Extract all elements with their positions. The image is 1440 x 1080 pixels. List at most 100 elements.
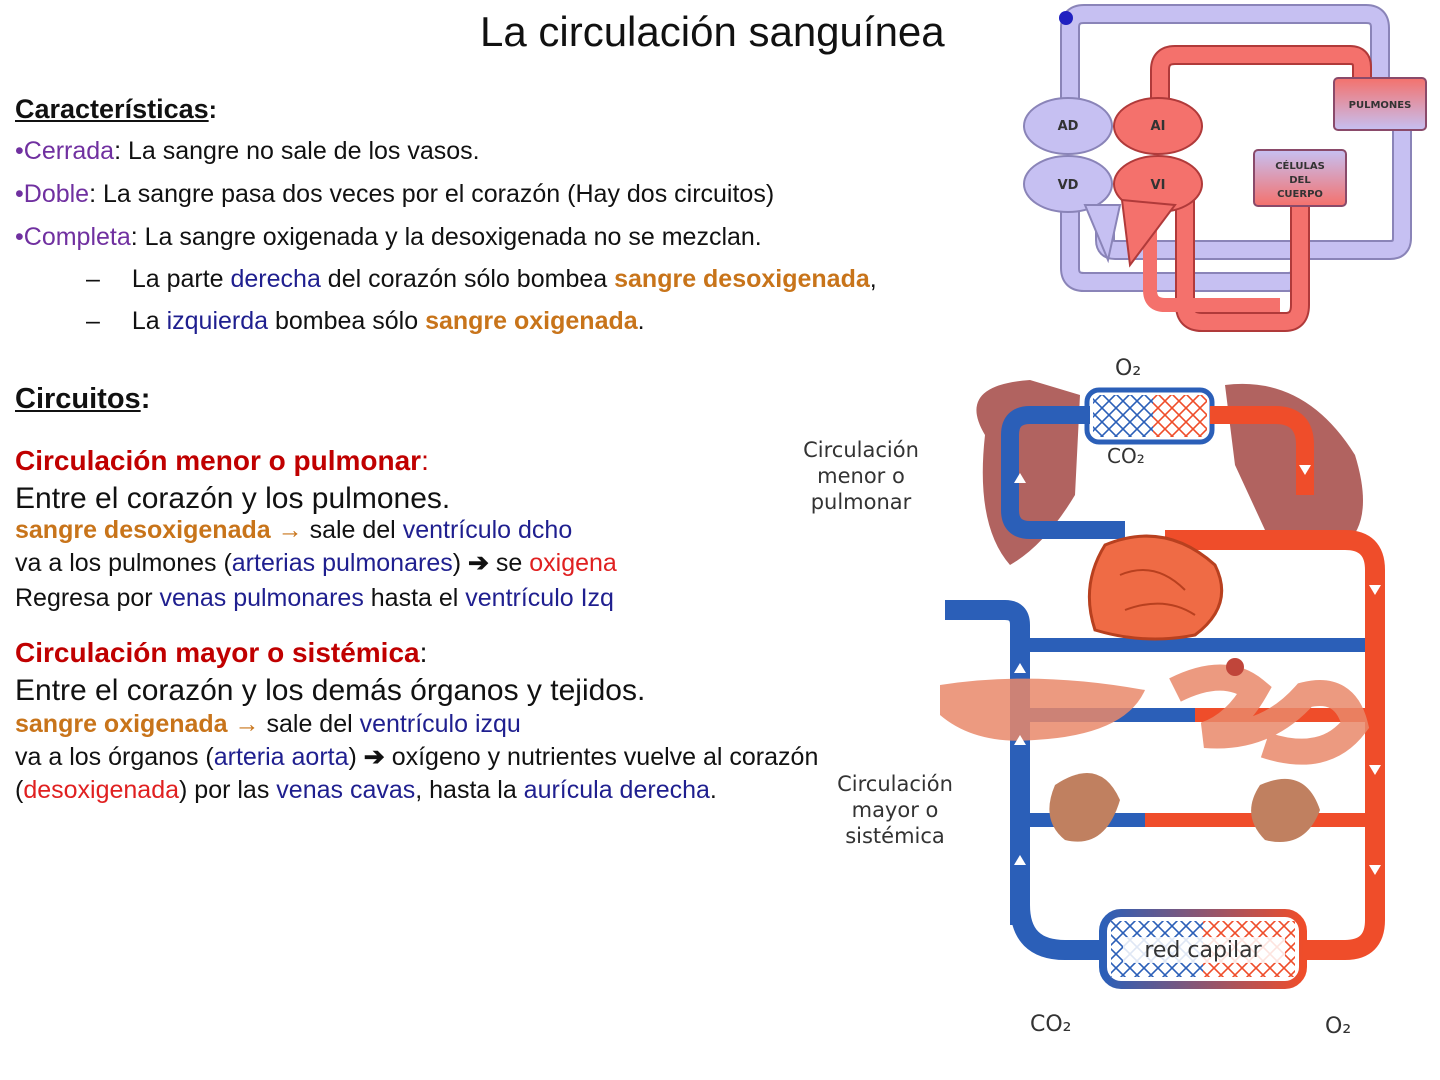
caracteristicas-heading: Características (15, 94, 209, 124)
term-doble: Doble (23, 180, 90, 208)
capillary-mesh-blue (1093, 395, 1153, 437)
o2-top-label: O₂ (1115, 356, 1141, 381)
left-kidney (1049, 773, 1120, 842)
term: ventrículo Izq (465, 584, 614, 612)
label-ad: AD (1058, 119, 1079, 134)
flow-arrows (1014, 465, 1381, 875)
circuitos-heading: Circuitos (15, 383, 141, 415)
heart-schematic: AD AI VD VI PULMONES CÉLULAS DEL CUERPO (1023, 4, 1427, 332)
label-celulas-3: CUERPO (1277, 189, 1323, 200)
menor-label-2: menor o (817, 464, 905, 488)
mayor-title: Circulación mayor o sistémica (15, 637, 420, 668)
red-capilar-label: red capilar (1144, 938, 1262, 963)
arrow-down-icon (1299, 465, 1311, 475)
term-desc: : La sangre oxigenada y la desoxigenada … (130, 223, 762, 251)
term: arterias pulmonares (231, 549, 453, 577)
aorta-inner (1143, 200, 1280, 312)
pulmonary-artery-blue (1001, 406, 1125, 539)
text: oxígeno y nutrientes vuelve al corazón (384, 743, 819, 771)
arrow-up-icon (1014, 473, 1026, 483)
term-completa: Completa (23, 223, 131, 251)
sub-item-izquierda: – La izquierda bombea sólo sangre oxigen… (86, 307, 645, 336)
text: va a los órganos ( (15, 743, 214, 771)
label-ai: AI (1151, 119, 1166, 134)
text: . (709, 776, 717, 804)
title-colon: : (421, 445, 429, 476)
dash: – (86, 265, 100, 293)
text: bombea sólo (268, 307, 426, 335)
label-pulmones: PULMONES (1349, 100, 1412, 111)
arrow-icon: → (227, 710, 267, 738)
circuitos-heading-row: Circuitos: (15, 383, 150, 416)
aorta-red (1165, 530, 1385, 960)
left-ventricle-apex (1120, 198, 1177, 268)
pulmonary-vein-fill (1152, 47, 1370, 115)
label-celulas-2: DEL (1289, 175, 1311, 186)
term-izquierda: izquierda (166, 307, 269, 335)
list-item-doble: •Doble: La sangre pasa dos veces por el … (15, 180, 774, 209)
text: La parte (131, 265, 231, 293)
left-atrium (1113, 97, 1203, 155)
text: , (869, 265, 877, 293)
o2-bottom-label: O₂ (1325, 1014, 1351, 1039)
term: desoxigenada (23, 776, 180, 804)
text: Regresa por (15, 584, 160, 612)
term: oxigena (529, 549, 617, 577)
intestines (1169, 664, 1370, 765)
term: sangre oxigenada (15, 710, 228, 738)
menor-line-3: Regresa por venas pulmonares hasta el ve… (15, 584, 614, 613)
vessel-bottom-blue (1010, 904, 1105, 960)
mayor-label-1: Circulación (837, 772, 953, 796)
co2-bottom-label: CO₂ (1030, 1012, 1072, 1037)
capillary-mesh-red (1153, 395, 1207, 437)
right-ventricle-apex (1083, 204, 1122, 264)
term: venas pulmonares (159, 584, 364, 612)
mayor-line-2: va a los órganos (arteria aorta) ➔ oxíge… (15, 742, 818, 772)
term-desc: : La sangre pasa dos veces por el corazó… (89, 180, 775, 208)
dash: – (86, 307, 100, 335)
text: se (488, 549, 530, 577)
label-celulas-1: CÉLULAS (1275, 159, 1325, 172)
text: . (637, 307, 645, 335)
text: , hasta la (415, 776, 524, 804)
right-ventricle (1023, 155, 1113, 213)
text: del corazón sólo bombea (320, 265, 615, 293)
title-colon: : (419, 637, 428, 668)
menor-label-1: Circulación (803, 438, 919, 462)
arrow-up-icon (1014, 663, 1026, 673)
mayor-line-3: (desoxigenada) por las venas cavas, hast… (15, 776, 717, 805)
term: aurícula derecha (523, 776, 710, 804)
heading-colon: : (140, 383, 151, 415)
term-desc: : La sangre no sale de los vasos. (114, 137, 480, 165)
text: ) por las (179, 776, 277, 804)
right-atrium (1023, 97, 1113, 155)
label-backdrop (1123, 937, 1285, 963)
term: ventrículo dcho (402, 516, 573, 544)
text: ( (15, 776, 24, 804)
arrow-up-icon (1014, 735, 1026, 745)
term: ventrículo izqu (359, 710, 521, 738)
menor-title: Circulación menor o pulmonar (15, 445, 422, 476)
term-derecha: derecha (230, 265, 321, 293)
arrow-down-icon (1369, 865, 1381, 875)
arrow-down-icon (1369, 765, 1381, 775)
menor-line-1: sangre desoxigenada → sale del ventrícul… (15, 516, 572, 545)
menor-desc: Entre el corazón y los pulmones. (15, 482, 451, 515)
stomach-dot (1226, 658, 1244, 676)
co2-top-label: CO₂ (1107, 444, 1145, 468)
sub-item-derecha: – La parte derecha del corazón sólo bomb… (86, 265, 877, 294)
vena-cava-left (945, 600, 1030, 925)
menor-title-row: Circulación menor o pulmonar: (15, 445, 429, 477)
list-item-cerrada: •Cerrada: La sangre no sale de los vasos… (15, 137, 480, 166)
term-sangre-desoxigenada: sangre desoxigenada (614, 265, 870, 293)
text: La (131, 307, 167, 335)
list-item-completa: •Completa: La sangre oxigenada y la deso… (15, 223, 762, 252)
liver (940, 678, 1145, 741)
mayor-desc: Entre el corazón y los demás órganos y t… (15, 674, 646, 707)
marker-dot (1059, 11, 1073, 25)
term: arteria aorta (213, 743, 349, 771)
body-cells-box (1253, 149, 1347, 207)
label-vd: VD (1058, 178, 1079, 193)
text: va a los pulmones ( (15, 549, 232, 577)
circulation-illustration: O₂ CO₂ Circulación menor o pulmonar Circ… (803, 356, 1385, 1039)
